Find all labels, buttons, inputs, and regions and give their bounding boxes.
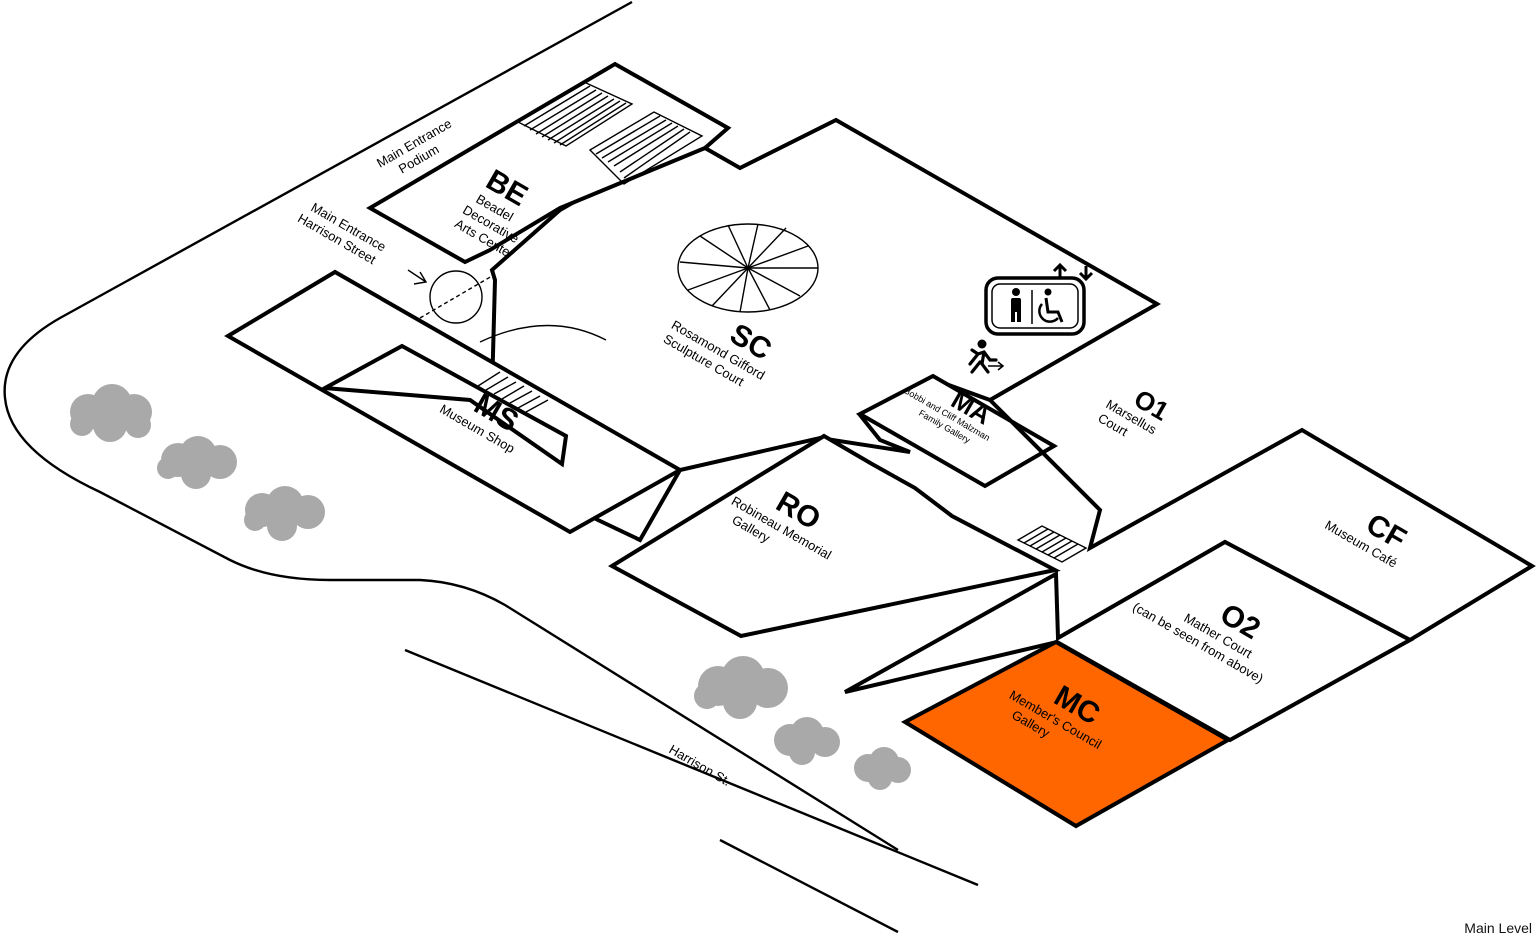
tree-icon xyxy=(854,747,911,790)
stairs-o1 xyxy=(1016,525,1088,563)
label-street: Harrison St. xyxy=(667,742,734,789)
revolving-door xyxy=(407,269,493,324)
wheelchair-icon xyxy=(1038,288,1064,323)
trees xyxy=(70,384,911,790)
label-o1: O1 Marsellus Court xyxy=(1095,383,1174,439)
level-label: Main Level xyxy=(1464,920,1532,936)
room-ro xyxy=(608,433,1061,639)
spiral-staircase-icon xyxy=(677,223,819,313)
tree-icon xyxy=(694,656,788,719)
site-curb xyxy=(3,0,899,852)
stairs-ms xyxy=(477,371,549,413)
stairs-be xyxy=(516,81,704,185)
room-mc xyxy=(900,639,1233,829)
room-ms-inner xyxy=(318,343,569,468)
label-cf: CF Museum Café xyxy=(1322,507,1411,570)
tree-icon xyxy=(157,436,237,489)
street-edge xyxy=(719,838,899,934)
emergency-exit-icon xyxy=(968,339,1005,374)
tree-icon xyxy=(244,486,325,541)
room-ma xyxy=(855,373,1058,489)
tree-icon xyxy=(774,717,840,765)
street-line xyxy=(404,648,979,887)
elevator-arrows-icon xyxy=(1052,262,1094,282)
street-name: Harrison St. xyxy=(667,742,734,789)
restroom-icon xyxy=(984,276,1086,336)
tree-icon xyxy=(70,384,152,442)
room-ms xyxy=(224,269,685,535)
door-arc xyxy=(479,324,607,343)
